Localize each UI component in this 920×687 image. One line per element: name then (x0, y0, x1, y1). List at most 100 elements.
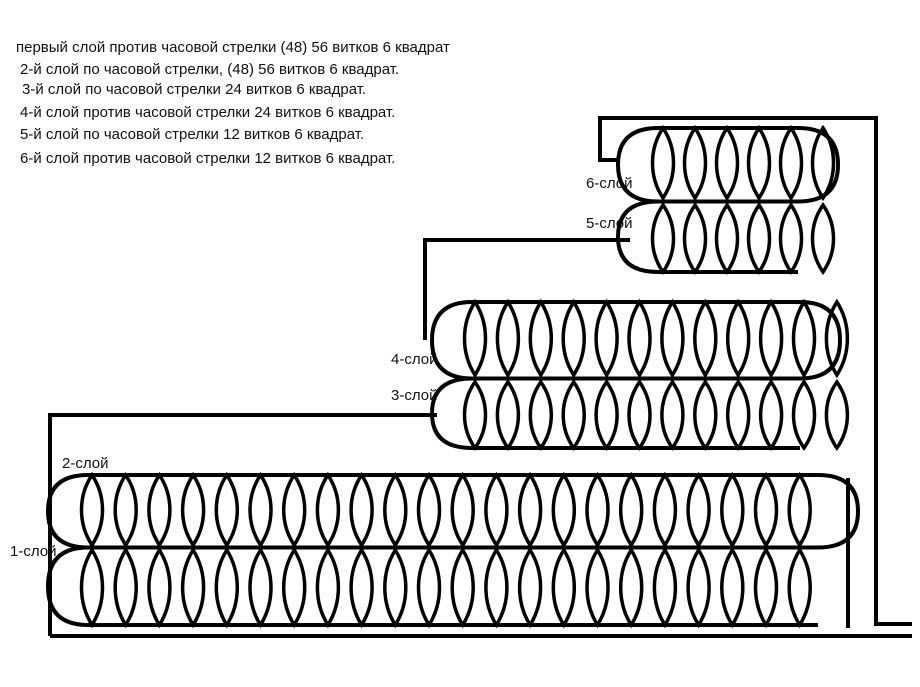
coil-turn-bottom-2 (618, 546, 644, 629)
coil-turn-middle-2 (660, 378, 685, 452)
coil-turn-bottom-2 (214, 546, 240, 629)
coil-turn-top-1 (714, 124, 740, 202)
coil-turn-middle-1 (791, 298, 817, 379)
coil-turn-bottom-2 (585, 546, 610, 629)
coil-turn-middle-2 (824, 378, 850, 452)
label-layer-1: 1-слой (10, 543, 56, 560)
coil-turn-bottom-2 (180, 546, 206, 629)
coil-turn-bottom-1 (180, 471, 206, 549)
coil-turn-bottom-2 (147, 546, 172, 629)
coil-turn-middle-1 (693, 298, 718, 379)
coil-turn-top-2 (746, 201, 772, 276)
coil-turn-bottom-1 (147, 471, 172, 549)
coil-turn-bottom-1 (753, 471, 779, 549)
coil-turn-top-2 (778, 201, 804, 276)
coil-turn-bottom-1 (450, 471, 475, 549)
coil-turn-middle-1 (725, 298, 751, 379)
coil-turn-bottom-1 (79, 471, 105, 549)
coil-turn-bottom-1 (652, 471, 678, 549)
label-layer-5: 5-слой (586, 215, 632, 232)
coil-turn-middle-2 (791, 378, 817, 452)
coil-turn-bottom-1 (686, 471, 711, 549)
coil-turn-middle-1 (660, 298, 685, 379)
note-layer-5: 5-й слой по часовой стрелки 12 витков 6 … (20, 126, 365, 143)
coil-track-middle (429, 300, 843, 450)
coil-turn-bottom-2 (113, 546, 138, 629)
coil-turn-bottom-1 (214, 471, 239, 549)
coil-turn-bottom-1 (619, 471, 644, 549)
coil-turn-top-1 (682, 124, 708, 202)
winding-notes: первый слой против часовой стрелки (48) … (0, 0, 920, 170)
coil-turn-middle-1 (824, 298, 850, 379)
coil-turn-middle-2 (758, 378, 784, 452)
coil-turn-bottom-1 (787, 471, 812, 549)
coil-turn-top-1 (778, 124, 804, 202)
coil-turn-bottom-2 (450, 546, 475, 629)
coil-turn-top-2 (810, 201, 836, 276)
coil-turn-bottom-2 (652, 546, 678, 629)
coil-turn-top-2 (714, 201, 740, 276)
note-layer-4: 4-й слой против часовой стрелки 24 витко… (20, 104, 396, 121)
coil-turn-middle-2 (726, 378, 751, 452)
coil-turn-bottom-1 (551, 471, 576, 549)
coil-turn-bottom-1 (315, 471, 341, 549)
coil-turn-top-1 (650, 124, 676, 202)
label-layer-3: 3-слой (391, 387, 437, 404)
coil-turn-middle-1 (594, 298, 619, 379)
coil-turn-bottom-2 (787, 546, 812, 629)
coil-turn-bottom-2 (349, 546, 374, 629)
wire-middle-riser (423, 238, 630, 340)
coil-turn-bottom-1 (383, 471, 408, 549)
note-layer-3: 3-й слой по часовой стрелки 24 витков 6 … (22, 81, 367, 98)
coil-turn-top-2 (682, 201, 708, 276)
coil-turn-bottom-1 (349, 471, 374, 549)
coil-turn-bottom-2 (281, 546, 307, 629)
label-layer-4: 4-слой (391, 351, 437, 368)
coil-turn-middle-1 (528, 298, 554, 379)
note-layer-6: 6-й слой против часовой стрелки 12 витко… (20, 150, 396, 167)
coil-turn-bottom-2 (517, 546, 543, 629)
coil-turn-middle-1 (758, 298, 784, 379)
coil-turn-middle-1 (495, 298, 521, 379)
coil-turn-bottom-1 (113, 471, 138, 549)
coil-turn-bottom-2 (686, 546, 711, 629)
coil-turn-middle-1 (462, 298, 488, 379)
coil-turn-middle-2 (693, 378, 718, 452)
coil-turn-middle-1 (627, 298, 652, 379)
coil-turn-bottom-2 (248, 546, 273, 629)
coil-track-bottom (45, 473, 861, 627)
coil-turn-bottom-1 (416, 471, 442, 549)
coil-turn-bottom-1 (282, 471, 307, 549)
note-layer-1: первый слой против часовой стрелки (48) … (16, 39, 450, 56)
coil-layers (45, 124, 861, 629)
coil-turn-middle-2 (462, 378, 488, 452)
label-layer-2: 2-слой (62, 455, 108, 472)
coil-turn-bottom-2 (551, 546, 577, 629)
coil-turn-bottom-1 (720, 471, 745, 549)
coil-turn-top-1 (746, 124, 772, 202)
coil-turn-bottom-2 (315, 546, 341, 629)
coil-turn-middle-2 (495, 378, 521, 452)
coil-turn-bottom-1 (248, 471, 273, 549)
coil-turn-middle-1 (561, 298, 586, 379)
coil-turn-bottom-1 (585, 471, 610, 549)
coil-turn-bottom-2 (753, 546, 779, 629)
coil-turn-bottom-2 (720, 546, 745, 629)
coil-turn-bottom-2 (383, 546, 408, 629)
coil-turn-middle-2 (561, 378, 586, 452)
coil-turn-bottom-1 (484, 471, 509, 549)
note-layer-2: 2-й слой по часовой стрелки, (48) 56 вит… (20, 61, 400, 78)
coil-turn-middle-2 (528, 378, 553, 452)
coil-turn-middle-2 (594, 378, 619, 452)
coil-track-top (615, 126, 841, 274)
coil-turn-bottom-1 (517, 471, 543, 549)
coil-turn-middle-2 (627, 378, 652, 452)
coil-turn-bottom-2 (416, 546, 442, 629)
coil-turn-top-2 (650, 201, 676, 276)
coil-turn-bottom-2 (484, 546, 509, 629)
label-layer-6: 6-слой (586, 175, 632, 192)
wire-left-riser (48, 413, 437, 636)
wire-top-lead (598, 116, 912, 626)
